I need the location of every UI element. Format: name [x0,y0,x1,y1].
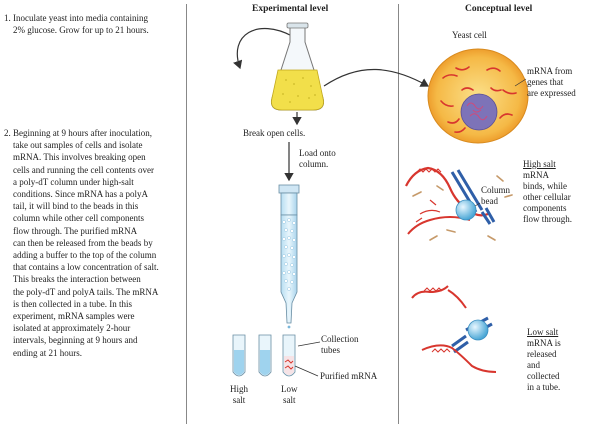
label-load-column: Load onto column. [299,148,336,169]
yeast-cell [427,48,529,144]
label-column-bead: Column bead [481,185,511,206]
flask [271,22,324,111]
header-experimental: Experimental level [252,4,329,14]
label-low-salt-tube: Low salt [281,384,298,405]
label-low-salt-title: Low salt [527,327,559,337]
low-salt-illustration [411,285,497,373]
pointer-collection [297,341,321,347]
pointer-purified [294,365,319,377]
label-break-open: Break open cells. [243,128,306,138]
tube-2 [258,334,272,377]
arrow-inoculate [233,27,293,70]
label-low-salt-text: mRNA is released and collected in a tube… [527,338,561,392]
tube-3 [282,334,296,377]
pointer-bead [474,202,481,207]
label-high-salt-title: High salt [523,159,556,169]
step-2-text: 2. Beginning at 9 hours after inoculatio… [4,128,159,358]
high-salt-illustration [405,166,513,241]
divider-right [398,4,399,424]
column [278,184,300,329]
label-yeast-cell: Yeast cell [452,30,487,40]
pointer-mrna [514,78,527,87]
label-high-salt-tube: High salt [230,384,248,405]
label-high-salt-text: mRNA binds, while other cellular compone… [523,170,572,224]
divider-left [186,4,187,424]
tube-1 [232,334,246,377]
arrow-to-cell [323,68,430,87]
label-mrna-expressed: mRNA from genes that are expressed [527,66,576,98]
label-collection-tubes: Collection tubes [321,334,359,355]
label-purified-mrna: Purified mRNA [320,371,378,381]
header-conceptual: Conceptual level [465,4,533,14]
step-1-text: 1. Inoculate yeast into media containing… [4,13,149,36]
